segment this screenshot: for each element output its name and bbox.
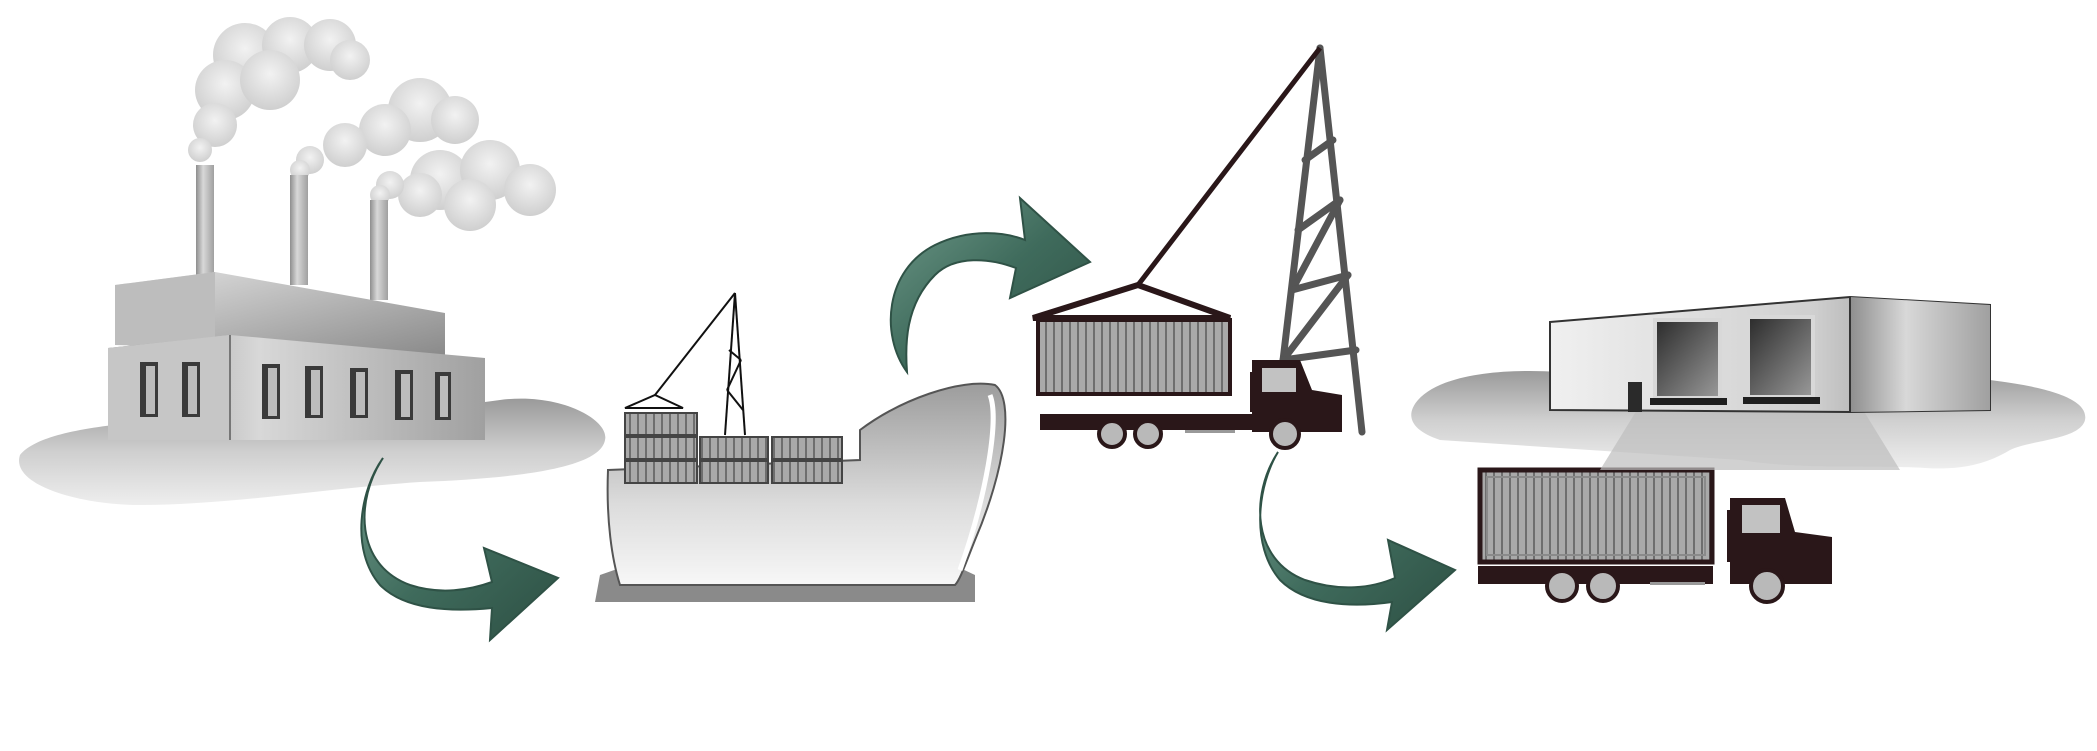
curved-arrow-icon: [360, 457, 560, 643]
curved-arrow-icon: [1259, 451, 1457, 633]
container-truck-icon: [1477, 467, 1832, 604]
smoke-cloud: [188, 17, 556, 231]
factory-icon: [19, 17, 606, 505]
crane-loading-truck-icon: [1032, 44, 1366, 450]
cargo-ship-icon: [595, 292, 1007, 602]
warehouse-icon: [1411, 295, 2086, 470]
curved-arrow-icon: [889, 195, 1092, 376]
